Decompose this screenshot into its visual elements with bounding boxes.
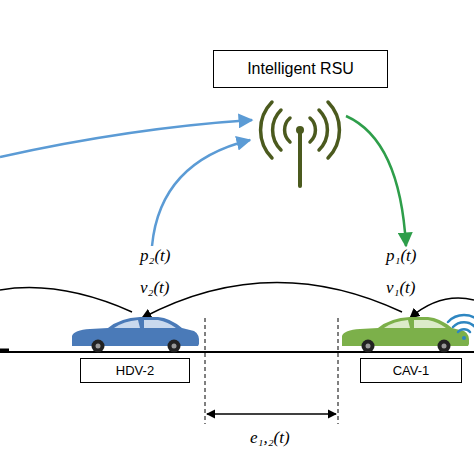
- road-mark: [0, 349, 9, 352]
- antenna-symbol: [261, 102, 340, 186]
- downlink-arrow: [346, 116, 406, 246]
- flow-arc: [0, 288, 132, 312]
- flow-arc: [142, 282, 402, 318]
- box-text: Intelligent RSU: [247, 60, 354, 78]
- car-symbol: [72, 317, 199, 353]
- state-label: v₂(t): [140, 278, 170, 298]
- dimension-line: [205, 318, 206, 424]
- box-text: CAV-1: [393, 363, 430, 378]
- road-line: [0, 351, 474, 353]
- state-label: v₁(t): [386, 278, 416, 298]
- wifi-symbol: [448, 315, 474, 340]
- box-text: HDV-2: [116, 363, 154, 378]
- vehicle-label-box: HDV-2: [80, 358, 190, 383]
- state-label: p₁(t): [386, 246, 416, 266]
- state-label: p₂(t): [140, 246, 170, 266]
- dimension-label: e₁,₂(t): [250, 428, 290, 448]
- dimension-line: [338, 318, 339, 424]
- car-symbol: [342, 317, 469, 353]
- vehicle-label-box: CAV-1: [360, 358, 462, 383]
- dimension-arrow: [207, 413, 336, 414]
- uplink-arrow: [152, 140, 250, 246]
- rsu-box: Intelligent RSU: [213, 50, 388, 88]
